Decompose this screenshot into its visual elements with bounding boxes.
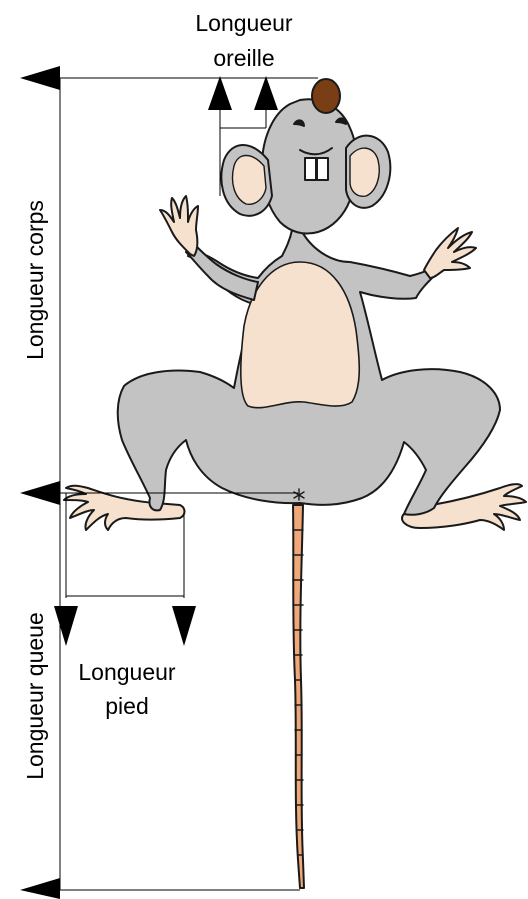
arrow-up-ear-right: [254, 76, 278, 110]
left-hand: [160, 196, 198, 256]
right-ear-inner: [350, 148, 379, 196]
arrow-up-ear-left: [208, 76, 232, 110]
arrow-left-head: [20, 66, 60, 90]
left-ear-inner: [233, 156, 267, 205]
arrow-left-tail-tip: [20, 878, 60, 899]
ear-length-label-line1: Longueur: [195, 10, 293, 36]
tail-length-label: Longueur queue: [22, 612, 48, 780]
rat-tooth-right: [317, 158, 328, 180]
foot-length-label-line1: Longueur: [78, 659, 176, 685]
rat-nose: [312, 79, 340, 113]
left-hind-foot: [64, 486, 185, 530]
arrow-down-foot-right: [172, 606, 196, 646]
body-length-label: Longueur corps: [22, 200, 48, 360]
rat-illustration: [64, 79, 526, 888]
foot-length-label-line2: pied: [105, 693, 148, 719]
right-hand: [424, 228, 476, 278]
rat-tooth-left: [305, 158, 316, 180]
ear-length-label-line2: oreille: [213, 45, 274, 71]
arrow-left-pelvis: [20, 481, 60, 505]
arrow-down-foot-left: [54, 606, 78, 646]
